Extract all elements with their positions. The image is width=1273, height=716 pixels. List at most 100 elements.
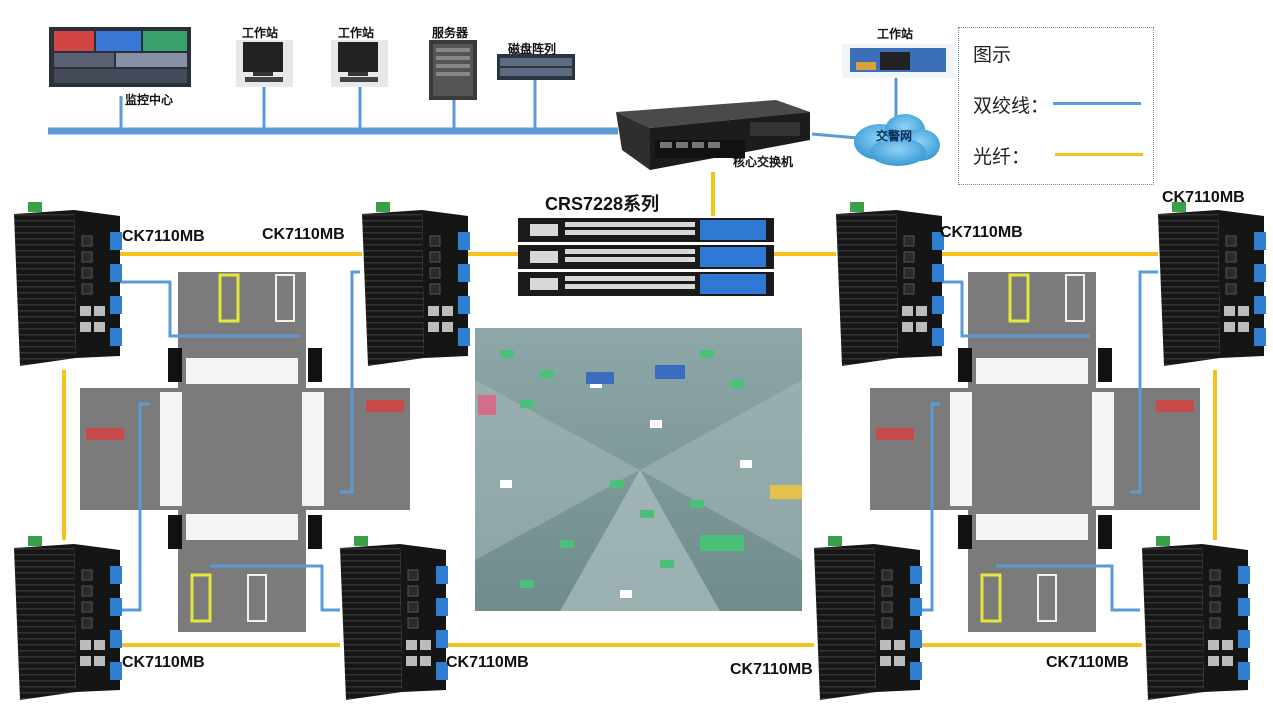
rj45-port — [94, 322, 105, 332]
fiber-connector — [1238, 662, 1250, 680]
switch-body-front — [74, 544, 120, 692]
switch-body-front — [1218, 210, 1264, 358]
model-label: CK7110MB — [1162, 189, 1245, 206]
sfp-port — [903, 251, 915, 263]
fiber-connector — [110, 566, 122, 584]
terminal-block — [828, 536, 842, 546]
legend-box: 图示 双绞线： 光纤： — [958, 27, 1154, 185]
twisted-pair-links — [120, 270, 1158, 612]
model-label: CK7110MB — [446, 654, 529, 671]
switch-body-side — [362, 210, 424, 366]
cloud-icon — [854, 114, 940, 166]
fiber-connector — [1238, 566, 1250, 584]
fiber-connector — [1238, 598, 1250, 616]
fiber-connector — [436, 662, 448, 680]
rj45-port — [80, 322, 91, 332]
workstation-label: 工作站 — [877, 27, 914, 41]
rj45-port — [1238, 322, 1249, 332]
workstation-icon — [331, 40, 388, 87]
rj45-port — [1222, 656, 1233, 666]
sfp-port — [81, 585, 93, 597]
terminal-block — [28, 536, 42, 546]
fiber-connector — [932, 232, 944, 250]
sfp-port — [903, 235, 915, 247]
core-switch-icon — [616, 100, 810, 170]
rj45-port — [442, 306, 453, 316]
fiber-connector — [458, 328, 470, 346]
ck7110mb-switch-icon — [340, 536, 448, 700]
fiber-connector — [1254, 232, 1266, 250]
fiber-connector — [932, 328, 944, 346]
fiber-connector — [932, 264, 944, 282]
sfp-port — [407, 617, 419, 629]
sfp-port — [407, 585, 419, 597]
rj45-port — [916, 306, 927, 316]
terminal-block — [354, 536, 368, 546]
sfp-port — [81, 267, 93, 279]
sfp-port — [81, 617, 93, 629]
rj45-port — [902, 322, 913, 332]
fiber-connector — [110, 264, 122, 282]
legend-twisted-pair-label: 双绞线： — [973, 95, 1050, 117]
fiber-connector — [1254, 328, 1266, 346]
sfp-port — [429, 251, 441, 263]
switch-body-front — [422, 210, 468, 358]
switch-body-side — [836, 210, 898, 366]
fiber-connector — [436, 566, 448, 584]
rj45-port — [1224, 322, 1235, 332]
fiber-connector — [910, 598, 922, 616]
sfp-port — [881, 585, 893, 597]
ck7110mb-switch-icon — [14, 202, 122, 366]
sfp-port — [1209, 617, 1221, 629]
sfp-port — [81, 251, 93, 263]
fiber-connector — [910, 566, 922, 584]
fiber-connector — [1254, 296, 1266, 314]
rj45-port — [1208, 640, 1219, 650]
sfp-port — [881, 569, 893, 581]
legend-fiber-line — [1055, 153, 1143, 156]
workstation-icon — [842, 44, 954, 78]
workstation-icon — [236, 40, 293, 87]
ck7110mb-switch-icon — [1158, 202, 1266, 366]
legend-twisted-pair-line — [1053, 102, 1141, 105]
rj45-port — [1222, 640, 1233, 650]
disk-array-label: 磁盘阵列 — [508, 42, 557, 56]
model-label: CK7110MB — [262, 226, 345, 243]
legend-title: 图示 — [973, 44, 1012, 66]
ck7110mb-switch-icon — [814, 536, 922, 700]
terminal-block — [1156, 536, 1170, 546]
model-label: CK7110MB — [122, 228, 205, 245]
fiber-connector — [110, 232, 122, 250]
terminal-block — [1172, 202, 1186, 212]
switch-body-side — [340, 544, 402, 700]
traffic-intersection-photo — [475, 328, 802, 611]
fiber-connector — [110, 296, 122, 314]
switch-body-front — [74, 210, 120, 358]
sfp-port — [1225, 251, 1237, 263]
backbone-bus — [48, 78, 898, 140]
fiber-connector — [1254, 264, 1266, 282]
rj45-port — [94, 306, 105, 316]
rj45-port — [94, 640, 105, 650]
workstation-label: 工作站 — [338, 26, 375, 40]
monitor-center-label: 监控中心 — [125, 93, 174, 107]
sfp-port — [903, 283, 915, 295]
sfp-port — [81, 569, 93, 581]
fiber-links — [62, 172, 1217, 647]
rj45-port — [420, 656, 431, 666]
sfp-port — [81, 235, 93, 247]
rj45-port — [406, 640, 417, 650]
switch-body-side — [14, 544, 76, 700]
legend-fiber-label: 光纤： — [973, 146, 1031, 168]
rj45-port — [420, 640, 431, 650]
rj45-port — [894, 656, 905, 666]
rj45-port — [916, 322, 927, 332]
model-label: CK7110MB — [1046, 654, 1129, 671]
ck7110mb-switch-icon — [1142, 536, 1250, 700]
rj45-port — [80, 640, 91, 650]
terminal-block — [28, 202, 42, 212]
core-switch-label: 核心交换机 — [733, 155, 794, 169]
workstation-label: 工作站 — [242, 26, 279, 40]
sfp-port — [429, 267, 441, 279]
